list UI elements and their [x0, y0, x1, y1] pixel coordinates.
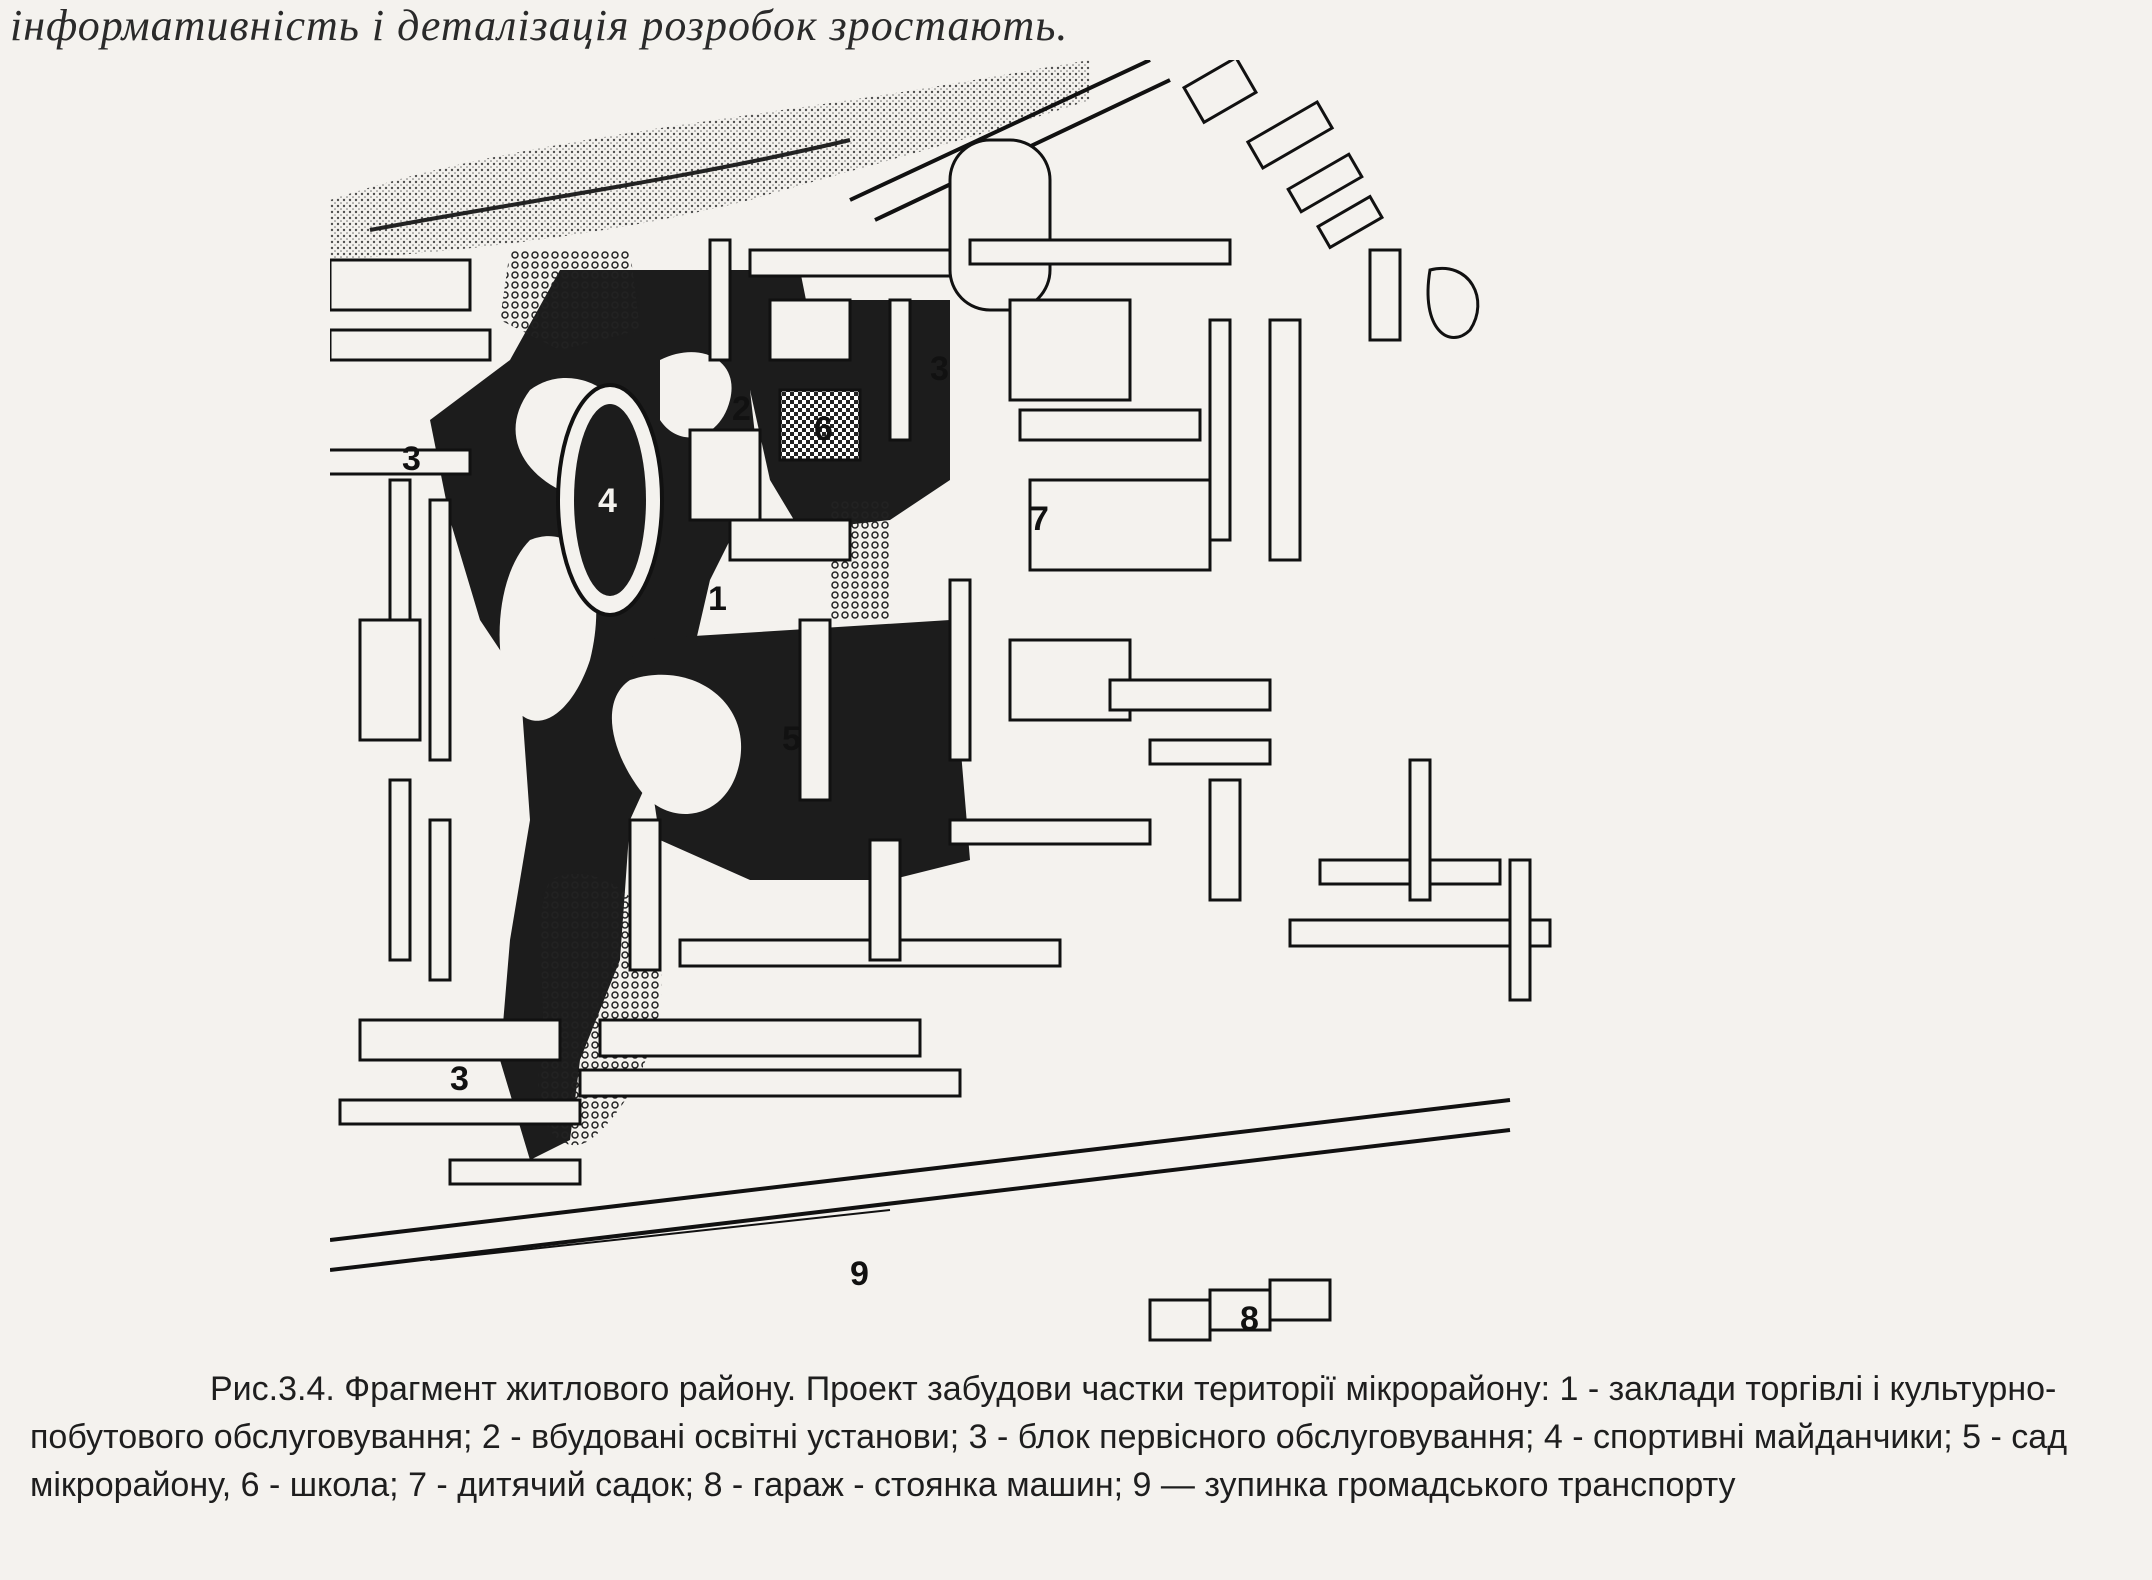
marker-2: 2 — [732, 390, 751, 428]
marker-6: 6 — [814, 410, 833, 448]
marker-1: 1 — [708, 580, 727, 618]
park-lawn-4 — [611, 674, 742, 814]
south-road-1 — [330, 1098, 1511, 1242]
figure-caption: Рис.3.4. Фрагмент житлового району. Прое… — [30, 1365, 2140, 1509]
riverbank-stipple — [330, 60, 1090, 260]
top-right-cluster — [1181, 60, 1480, 342]
sports-field-inner — [574, 404, 646, 596]
marker-3-north: 3 — [930, 350, 949, 388]
park-lawn-2 — [660, 352, 732, 438]
tree-area-1 — [500, 250, 640, 350]
site-plan-drawing: 3 2 3 4 1 6 7 5 3 9 8 — [330, 60, 1552, 1342]
marker-8: 8 — [1240, 1300, 1259, 1338]
marker-3-south: 3 — [450, 1060, 469, 1098]
right-building-rows — [948, 138, 1302, 902]
south-road-3 — [429, 1209, 891, 1261]
marker-9: 9 — [850, 1255, 869, 1293]
marker-7: 7 — [1030, 500, 1049, 538]
figure-caption-text: Рис.3.4. Фрагмент житлового району. Прое… — [30, 1370, 2068, 1504]
bottom-right-buildings — [1288, 758, 1552, 1002]
south-road-2 — [330, 1128, 1511, 1272]
garage-boxes — [1148, 1278, 1332, 1342]
heading-fragment: інформативність і деталізація розробок з… — [10, 1, 1069, 50]
marker-5: 5 — [782, 720, 801, 758]
school-grid — [778, 388, 862, 462]
marker-3-west: 3 — [402, 440, 421, 478]
marker-4: 4 — [598, 482, 617, 520]
river-path — [369, 138, 851, 232]
left-building-rows — [330, 258, 582, 1186]
